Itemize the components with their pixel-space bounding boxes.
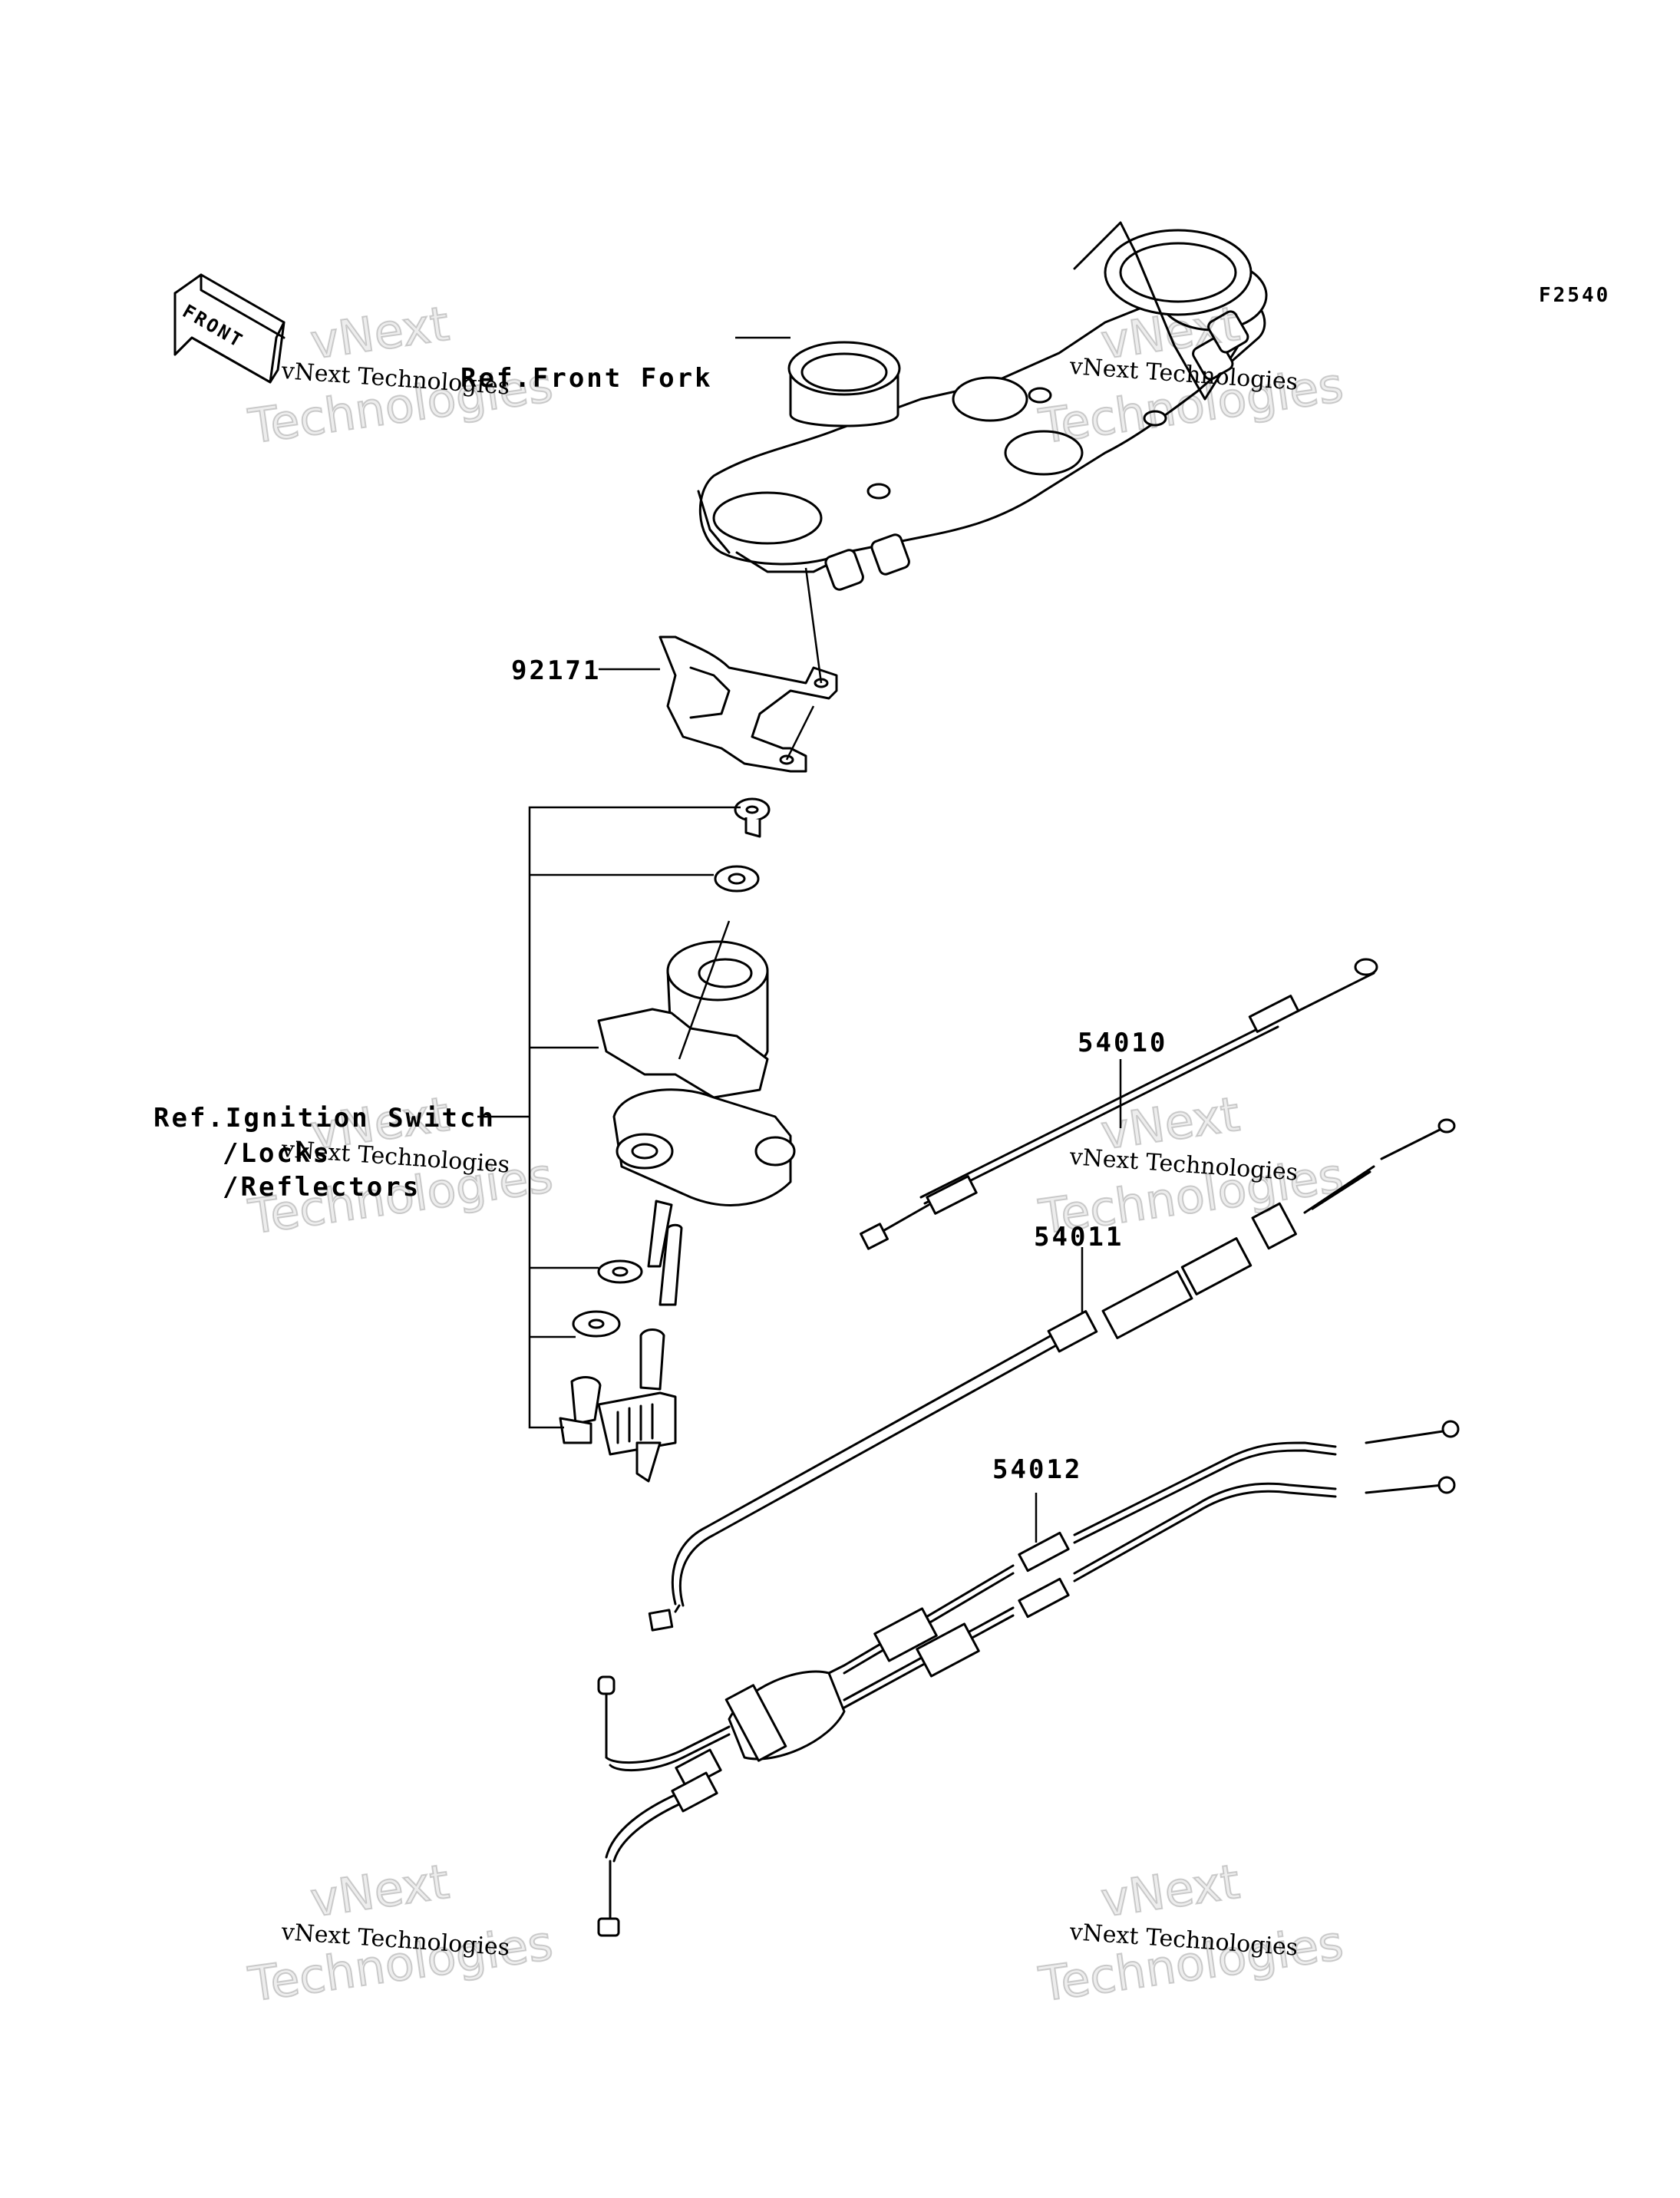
label-ignition-switch: Ref.Ignition Switch [153, 1103, 496, 1134]
cable-54010 [860, 958, 1378, 1250]
label-54012: 54012 [992, 1454, 1083, 1485]
label-locks: /Locks [223, 1138, 331, 1169]
label-54010: 54010 [1078, 1028, 1168, 1058]
label-54011: 54011 [1034, 1222, 1124, 1252]
ignition-switch [597, 940, 796, 1483]
leader-lines [477, 336, 1122, 1543]
label-front-fork: Ref.Front Fork [460, 363, 713, 394]
cables-54012 [597, 1420, 1460, 1937]
label-92171: 92171 [511, 655, 602, 686]
washer-parts [559, 797, 771, 1444]
cable-54011 [648, 1118, 1456, 1632]
front-arrow-icon [173, 273, 286, 384]
label-reflectors: /Reflectors [223, 1172, 421, 1203]
bracket-92171 [658, 635, 838, 773]
triple-clamp [697, 221, 1268, 591]
figure-id: F2540 [1539, 284, 1611, 307]
